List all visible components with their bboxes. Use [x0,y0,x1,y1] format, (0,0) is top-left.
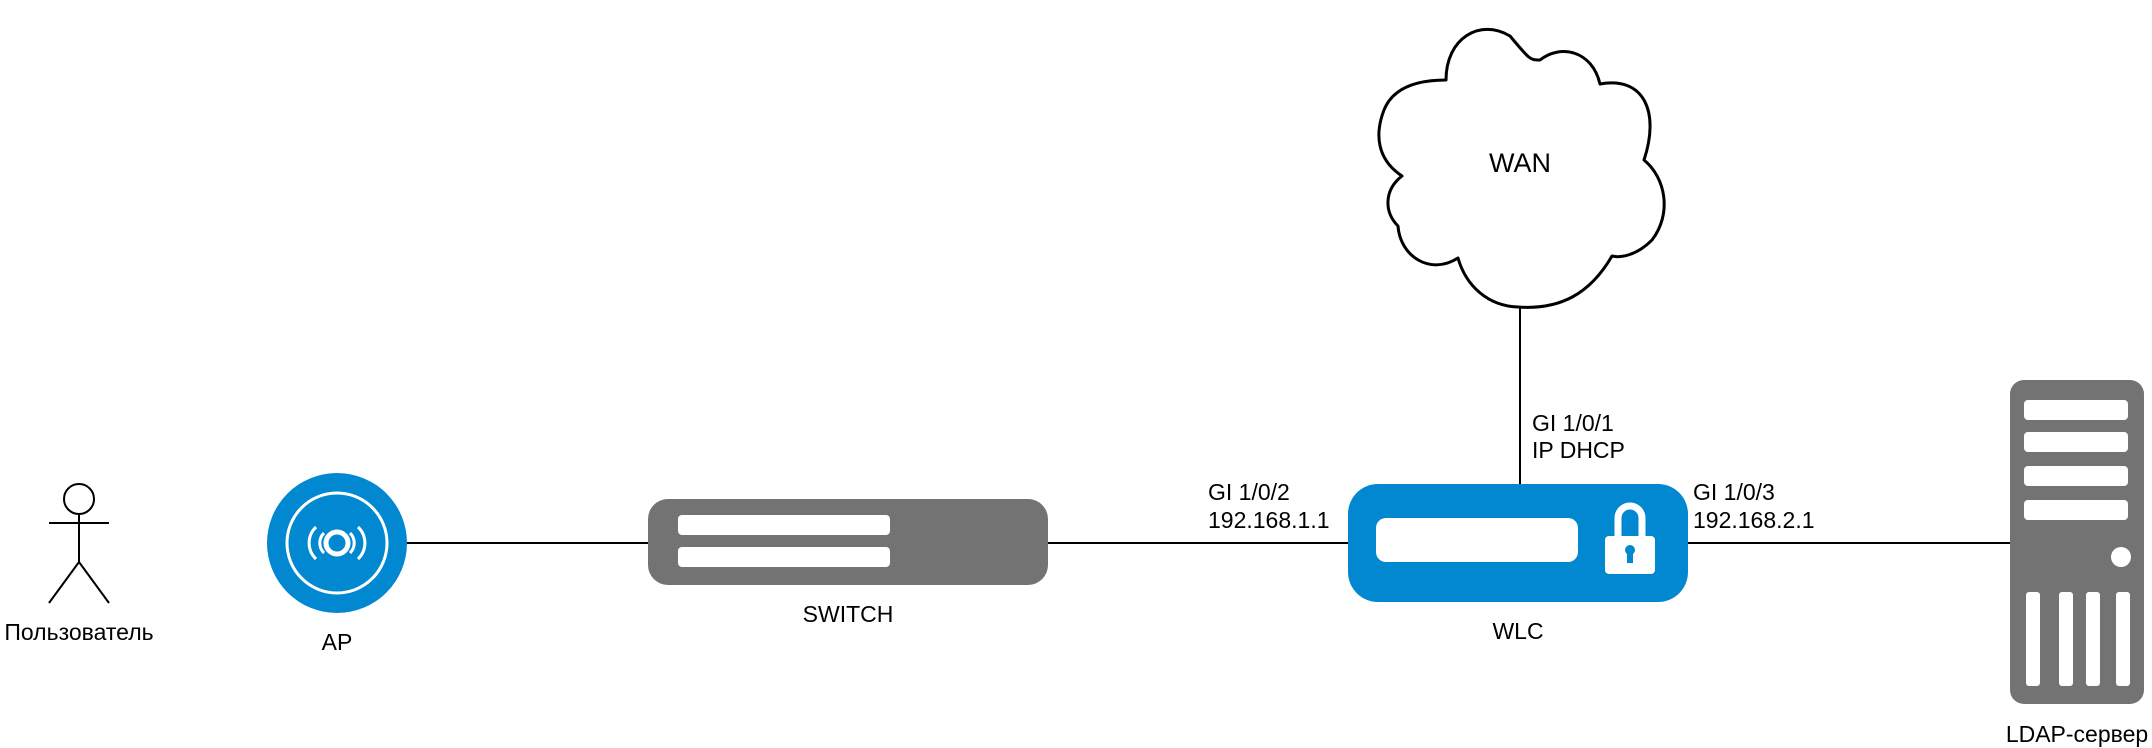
wireless-controller-icon [1348,484,1688,602]
switch-port-name: GI 1/0/2 [1208,479,1290,505]
switch-icon [648,499,1048,585]
ldap-label: LDAP-сервер [2006,721,2148,747]
switch-node: SWITCH [648,499,1048,627]
lock-icon [1605,502,1655,574]
ldap-port-name: GI 1/0/3 [1693,479,1775,505]
port-label-ldap: GI 1/0/3 192.168.2.1 [1693,479,1815,533]
wan-node: WAN [1377,27,1666,309]
wan-label: WAN [1489,148,1551,178]
wan-port-ip: IP DHCP [1532,437,1625,463]
person-icon [48,483,110,604]
ldap-port-ip: 192.168.2.1 [1693,507,1815,533]
wlc-label: WLC [1492,618,1543,644]
switch-label: SWITCH [803,601,894,627]
server-icon [2010,380,2144,704]
user-node: Пользователь [4,483,154,645]
switch-port-ip: 192.168.1.1 [1208,507,1330,533]
ap-node: AP [267,473,407,655]
user-label: Пользователь [4,619,153,645]
port-label-wan: GI 1/0/1 IP DHCP [1532,410,1625,463]
wan-port-name: GI 1/0/1 [1532,410,1614,436]
port-label-switch: GI 1/0/2 192.168.1.1 [1208,479,1330,533]
access-point-icon [267,473,407,613]
wlc-node: WLC [1348,484,1688,644]
cloud-icon [1377,27,1666,309]
ldap-node: LDAP-сервер [2006,380,2148,747]
ap-label: AP [322,629,353,655]
connections [406,306,2010,544]
